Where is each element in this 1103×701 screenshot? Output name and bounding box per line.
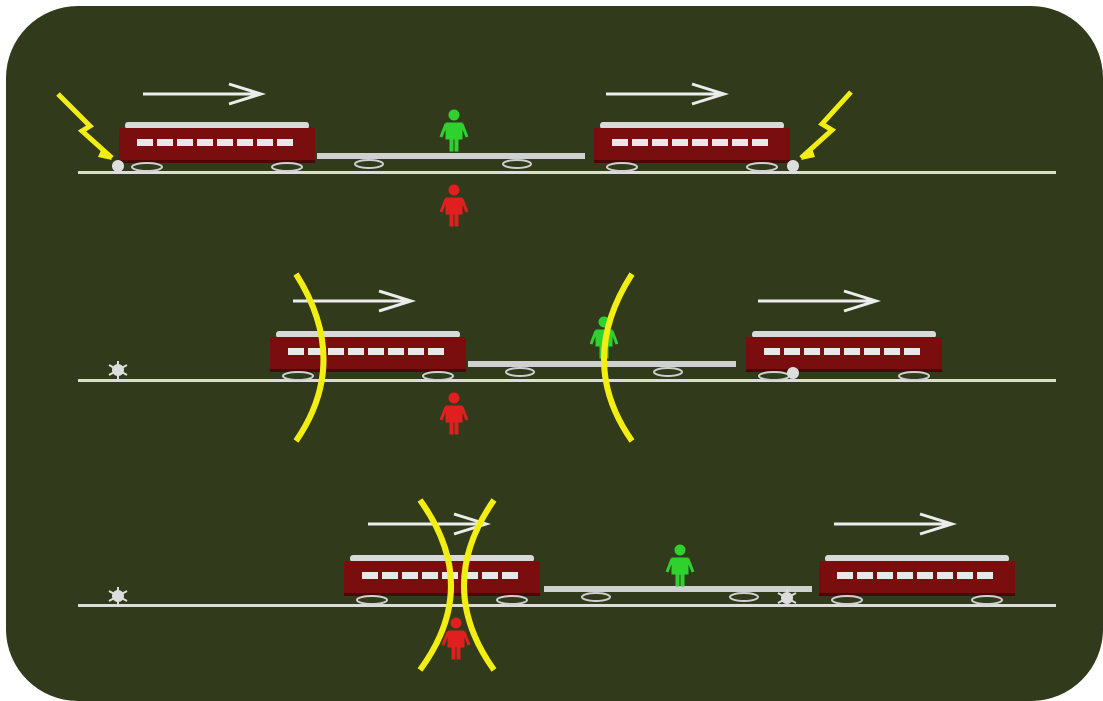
strike-point-rear	[112, 160, 124, 172]
light-front-arc-front	[601, 272, 635, 443]
relativity-of-simultaneity-diagram	[6, 6, 1103, 701]
lightning-bolt-icon	[56, 92, 114, 160]
strike-point-front	[787, 367, 799, 379]
board-background	[6, 6, 1103, 701]
lightning-bolt-tip	[98, 148, 112, 160]
scene-flash-emitted	[56, 82, 1056, 228]
strike-point-front	[787, 160, 799, 172]
lightning-bolt-tip	[801, 148, 815, 160]
light-front-arc-rear	[293, 272, 327, 443]
light-front-arc-front	[461, 498, 497, 672]
track	[78, 604, 1056, 607]
track	[78, 171, 1056, 174]
track	[78, 379, 1056, 382]
lightning-bolt-icon	[799, 90, 853, 160]
light-front-arc-rear	[417, 498, 454, 672]
scene-fronts-meet-ground-observer	[78, 498, 1056, 672]
scene-light-fronts-travel	[78, 272, 1056, 443]
